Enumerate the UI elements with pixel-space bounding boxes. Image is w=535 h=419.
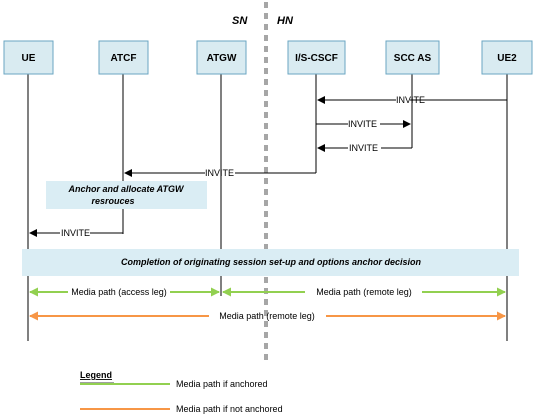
note-completion-text: Completion of originating session set-up… [121, 257, 422, 267]
message-invite-iscscf-to-sccas: INVITE [316, 119, 411, 129]
domain-label-hn: HN [277, 15, 294, 27]
legend-label-not-anchored: Media path if not anchored [176, 404, 283, 414]
media-path-remote-leg-not-anchored: Media path (remote leg) [29, 311, 506, 321]
domain-label-sn: SN [232, 15, 248, 27]
message-invite-atcf-to-ue: INVITE [29, 228, 123, 238]
node-sccas-label: SCC AS [394, 53, 432, 64]
node-ue2: UE2 [481, 40, 533, 75]
media-path-label: Media path (remote leg) [219, 311, 315, 321]
node-sccas: SCC AS [385, 40, 440, 75]
message-invite-sccas-to-iscscf: INVITE [317, 143, 412, 153]
media-path-access-leg: Media path (access leg) [29, 287, 220, 297]
message-label: INVITE [349, 143, 378, 153]
node-atgw: ATGW [196, 40, 247, 75]
node-iscscf: I/S-CSCF [287, 40, 346, 75]
node-atcf: ATCF [98, 40, 149, 75]
node-ue-label: UE [22, 53, 36, 64]
note-completion: Completion of originating session set-up… [22, 249, 519, 276]
note-anchor-allocate: Anchor and allocate ATGW resrouces [46, 181, 207, 209]
note-anchor-line2: resrouces [91, 196, 134, 206]
node-ue: UE [3, 40, 54, 75]
message-invite-iscscf-to-atcf: INVITE [124, 168, 316, 178]
legend: Legend Media path if anchored Media path… [80, 370, 283, 414]
message-label: INVITE [61, 228, 90, 238]
node-ue2-label: UE2 [497, 53, 517, 64]
message-label: INVITE [396, 95, 425, 105]
node-iscscf-label: I/S-CSCF [295, 53, 338, 64]
node-atcf-label: ATCF [111, 53, 137, 64]
media-path-label: Media path (access leg) [71, 287, 167, 297]
legend-label-anchored: Media path if anchored [176, 379, 268, 389]
message-label: INVITE [205, 168, 234, 178]
message-label: INVITE [348, 119, 377, 129]
media-path-label: Media path (remote leg) [316, 287, 412, 297]
legend-title: Legend [80, 370, 112, 380]
node-atgw-label: ATGW [207, 53, 237, 64]
media-path-remote-leg-anchored: Media path (remote leg) [222, 287, 506, 297]
note-anchor-line1: Anchor and allocate ATGW [67, 184, 185, 194]
message-invite-ue2-to-iscscf: INVITE [317, 95, 507, 105]
